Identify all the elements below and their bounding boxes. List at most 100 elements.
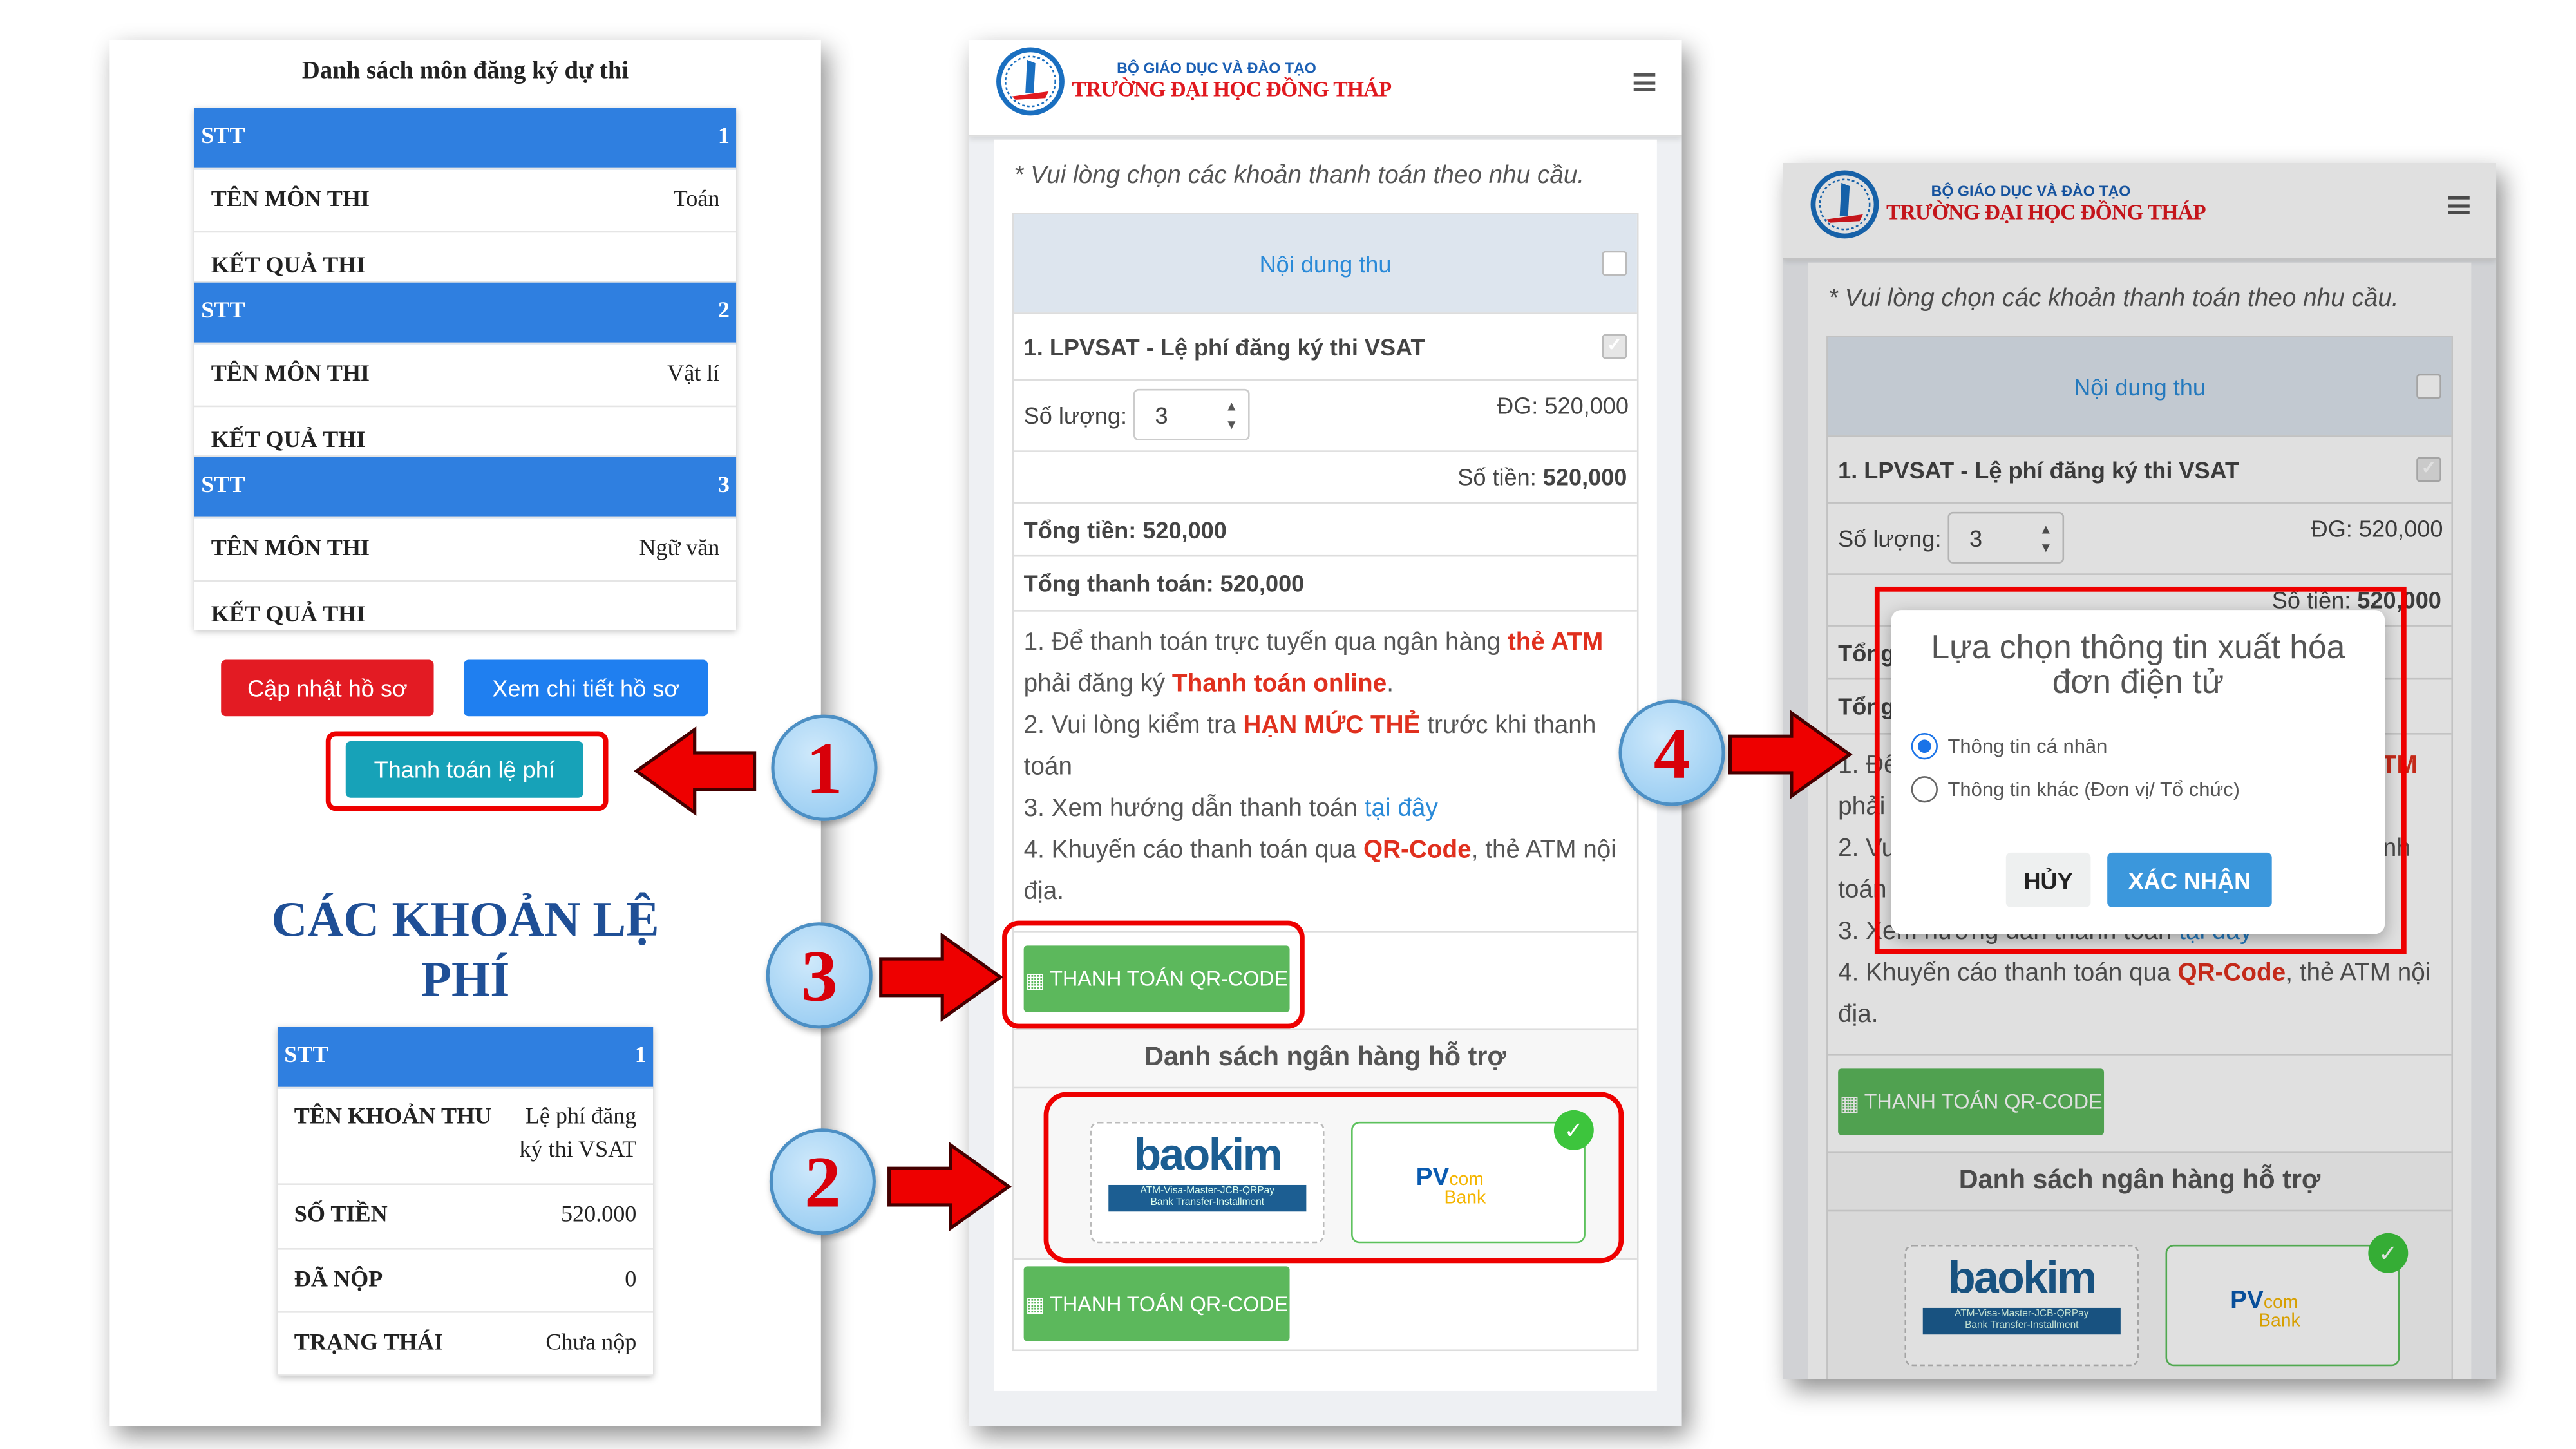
qr-button-label: THANH TOÁN QR-CODE xyxy=(1864,1090,2103,1114)
payment-table: Nội dung thu 1. LPVSAT - Lệ phí đăng ký … xyxy=(1012,213,1639,1352)
stt-value: 1 xyxy=(634,1043,647,1069)
selected-check-icon: ✓ xyxy=(1553,1110,1594,1150)
logo-ministry-text: BỘ GIÁO DỤC VÀ ĐÀO TẠO xyxy=(1931,182,2131,200)
instructions: 1. Để thanh toán trực tuyến qua ngân hàn… xyxy=(1014,610,1637,931)
instruction-1: 1. Để thanh toán trực tuyến qua ngân hàn… xyxy=(1024,621,1627,705)
pv: PV xyxy=(2230,1286,2264,1315)
qr-row: ▦THANH TOÁN QR-CODE xyxy=(1014,931,1637,1028)
qr-payment-button-bottom[interactable]: ▦THANH TOÁN QR-CODE xyxy=(1023,1266,1290,1341)
qr-code-icon: ▦ xyxy=(1839,1091,1860,1115)
qr-button-label: THANH TOÁN QR-CODE xyxy=(1050,967,1289,991)
baokim-logo: baokim xyxy=(1133,1130,1283,1180)
radio-unselected[interactable] xyxy=(1911,776,1938,803)
fee-stt-row: STT 1 xyxy=(277,1027,654,1089)
view-profile-detail-button[interactable]: Xem chi tiết hồ sơ xyxy=(463,659,708,717)
cancel-button[interactable]: HỦY xyxy=(2005,852,2091,908)
quantity-row: Số lượng: 3▲▼ ĐG: 520,000 xyxy=(1014,379,1637,450)
logo-university-text: TRƯỜNG ĐẠI HỌC ĐỒNG THÁP xyxy=(1886,199,2206,225)
total-label: Tổng tiền: 520,000 xyxy=(1023,516,1227,543)
quantity-stepper[interactable]: 3 ▲▼ xyxy=(1133,388,1250,440)
fee-paid-value: 0 xyxy=(625,1267,637,1293)
payment-card: * Vui lòng chọn các khoản thanh toán the… xyxy=(994,139,1657,1391)
tagline-2: Bank Transfer-Installment xyxy=(1965,1321,2079,1332)
pay-fee-button[interactable]: Thanh toán lệ phí xyxy=(345,741,583,798)
logo-university-text: TRƯỜNG ĐẠI HỌC ĐỒNG THÁP xyxy=(1072,76,1392,102)
instruction-4: 4. Khuyến cáo thanh toán qua QR-Code, th… xyxy=(1838,952,2441,1036)
qr-button-label: THANH TOÁN QR-CODE xyxy=(1050,1292,1289,1316)
qr-payment-button[interactable]: ▦THANH TOÁN QR-CODE xyxy=(1838,1068,2105,1135)
unit-price: ĐG: 520,000 xyxy=(2311,515,2443,542)
step-4-badge: 4 xyxy=(1618,699,1725,806)
fee-paid-label: ĐÃ NỘP xyxy=(294,1267,383,1293)
grand-total-row: Tổng thanh toán: 520,000 xyxy=(1014,554,1637,610)
spinner-arrows-icon[interactable]: ▲▼ xyxy=(2039,522,2053,555)
text: . xyxy=(1387,669,1394,698)
fee-item-checkbox[interactable]: ✓ xyxy=(2416,457,2441,482)
university-logo-icon xyxy=(996,47,1065,116)
subject-name-value: Ngữ văn xyxy=(639,536,720,561)
fee-item-row: 1. LPVSAT - Lệ phí đăng ký thi VSAT ✓ xyxy=(1828,435,2452,502)
stt-value: 1 xyxy=(717,124,730,150)
select-all-checkbox[interactable] xyxy=(2416,374,2441,399)
text: 3. Xem hướng dẫn thanh toán xyxy=(1023,794,1365,823)
subject-list-title: Danh sách môn đăng ký dự thi xyxy=(301,58,629,85)
highlight: QR-Code xyxy=(2177,959,2286,987)
step-1-badge: 1 xyxy=(771,714,878,821)
table-header: Nội dung thu xyxy=(1828,337,2452,436)
text: 4. Khuyến cáo thanh toán qua xyxy=(1838,959,2178,987)
hamburger-menu-icon[interactable] xyxy=(1633,73,1656,91)
arrow-right-icon xyxy=(1728,710,1853,800)
radio-selected[interactable] xyxy=(1911,733,1938,760)
subject-name-label: TÊN MÔN THI xyxy=(211,361,370,386)
fees-heading-line2: PHÍ xyxy=(421,952,510,1007)
stt-label: STT xyxy=(284,1043,328,1069)
instruction-4: 4. Khuyến cáo thanh toán qua QR-Code, th… xyxy=(1024,829,1627,913)
payment-note: * Vui lòng chọn các khoản thanh toán the… xyxy=(1828,284,2399,313)
banks-title-row: Danh sách ngân hàng hỗ trợ xyxy=(1828,1151,2452,1210)
amount-label: Số tiền: xyxy=(1457,463,1537,491)
option-personal[interactable]: Thông tin cá nhân xyxy=(1911,733,2107,760)
payment-note: * Vui lòng chọn các khoản thanh toán the… xyxy=(1014,161,1585,190)
subject-name-row: TÊN MÔN THI Toán xyxy=(194,169,737,233)
subject-name-value: Toán xyxy=(673,187,720,213)
option-other[interactable]: Thông tin khác (Đơn vị/ Tổ chức) xyxy=(1911,776,2240,803)
qr-payment-button[interactable]: ▦THANH TOÁN QR-CODE xyxy=(1023,945,1290,1012)
highlight: QR-Code xyxy=(1363,836,1472,864)
table-header: Nội dung thu xyxy=(1014,214,1637,313)
subject-result-row: KẾT QUẢ THI xyxy=(194,232,737,283)
stt-label: STT xyxy=(201,299,245,325)
subject-name-value: Vật lí xyxy=(667,361,720,386)
fee-item-checkbox[interactable]: ✓ xyxy=(1602,334,1627,359)
text: , thẻ ATM nội địa. xyxy=(1838,959,2431,1029)
quantity-stepper[interactable]: 3▲▼ xyxy=(1947,511,2065,564)
quantity-label: Số lượng: xyxy=(1838,525,1942,552)
select-all-checkbox[interactable] xyxy=(1602,251,1627,276)
amount-row: Số tiền: 520,000 xyxy=(1014,450,1637,502)
logo-ministry-text: BỘ GIÁO DỤC VÀ ĐÀO TẠO xyxy=(1117,59,1316,77)
confirm-button[interactable]: XÁC NHẬN xyxy=(2107,852,2272,908)
subject-name-label: TÊN MÔN THI xyxy=(211,187,370,213)
instruction-3: 3. Xem hướng dẫn thanh toán tại đây xyxy=(1024,788,1627,829)
qr-code-icon: ▦ xyxy=(1025,968,1045,992)
fee-name-line1: Lệ phí đăng xyxy=(525,1105,637,1130)
selected-check-icon: ✓ xyxy=(2368,1233,2409,1273)
text: , thẻ ATM nội địa. xyxy=(1023,836,1616,906)
update-profile-button[interactable]: Cập nhật hồ sơ xyxy=(221,659,434,717)
tagline-1: ATM-Visa-Master-JCB-QRPay xyxy=(1955,1309,2089,1320)
hamburger-menu-icon[interactable] xyxy=(2448,196,2470,214)
spinner-arrows-icon[interactable]: ▲▼ xyxy=(1225,399,1238,432)
guide-link[interactable]: tại đây xyxy=(1364,794,1438,823)
fee-item-label: 1. LPVSAT - Lệ phí đăng ký thi VSAT xyxy=(1838,456,2240,483)
fee-status-value: Chưa nộp xyxy=(545,1330,637,1356)
quantity-value: 3 xyxy=(1155,401,1168,428)
